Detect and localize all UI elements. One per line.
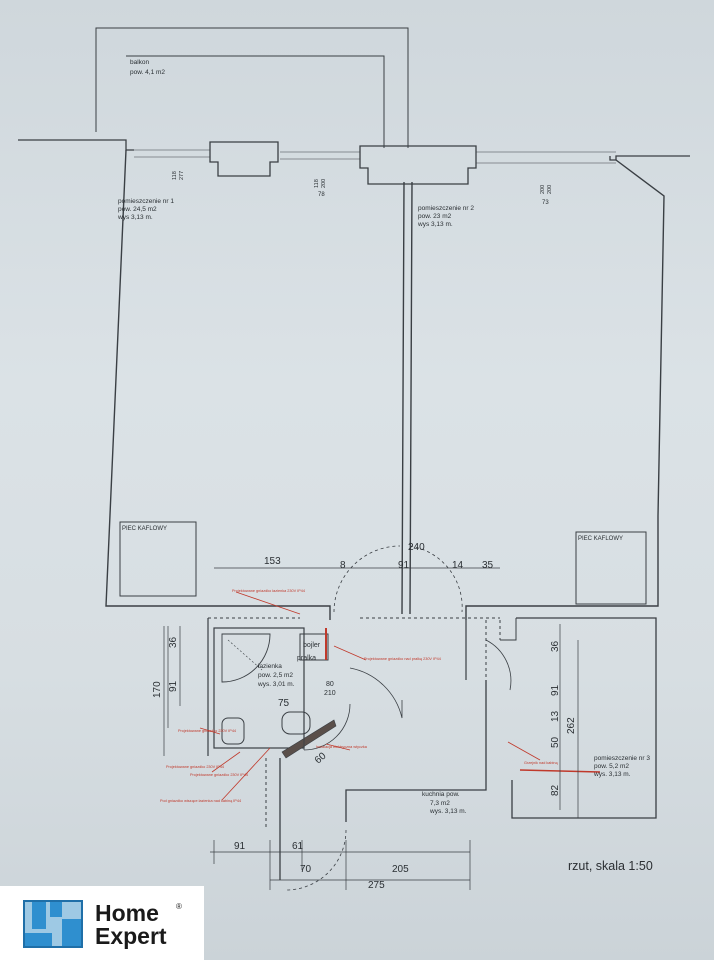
shower-tray	[221, 633, 271, 683]
window-dim-1: 118	[172, 171, 178, 180]
room2-area: pow. 23 m2	[418, 213, 452, 220]
room3-name: pomieszczenie nr 3	[594, 755, 650, 762]
dim-top-14: 14	[452, 560, 464, 571]
facade-left	[18, 139, 134, 151]
partition-wall	[401, 181, 413, 615]
dim-right-50: 50	[550, 736, 561, 748]
window-dim-6: 200	[540, 185, 546, 194]
dim-top-240: 240	[408, 542, 425, 553]
bathroom-area: pow. 2,5 m2	[258, 672, 293, 679]
door-slanted	[281, 719, 337, 759]
dim-left-91: 91	[168, 680, 179, 692]
room1-area: pow. 24,5 m2	[118, 206, 157, 213]
balcony-inner	[126, 55, 385, 148]
room1-name: pomieszczenie nr 1	[118, 198, 174, 205]
home-expert-logo: Home Expert ®	[0, 886, 204, 960]
dim-bottom-275: 275	[368, 880, 385, 891]
boiler-box	[299, 633, 329, 661]
room3-area: pow. 5,2 m2	[594, 763, 629, 770]
logo-text-expert: Expert	[95, 923, 167, 949]
dim-right-91: 91	[550, 684, 561, 696]
boiler-label: bojler	[303, 642, 321, 649]
stove-right-label: PIEC KAFLOWY	[578, 536, 623, 542]
dim-door-80: 80	[326, 681, 334, 688]
pier-1	[209, 141, 279, 177]
note-1: Projektowane gniazdko łazienka 230V IP44	[232, 589, 305, 593]
logo-registered-mark: ®	[176, 902, 182, 911]
window-dim-5: 78	[318, 192, 325, 198]
washer-label: pralka	[297, 655, 316, 662]
dim-left-36: 36	[168, 636, 179, 648]
kitchen-walls	[279, 680, 487, 880]
kitchen-area: 7,3 m2	[430, 800, 450, 807]
balcony-name: balkon	[130, 59, 150, 66]
room2-height: wys 3,13 m.	[417, 221, 453, 228]
dim-top-8: 8	[340, 560, 346, 571]
bathroom-outline	[213, 627, 305, 749]
note-7: Instalacja elektryczna wtyczka	[316, 745, 368, 749]
window-dim-4: 200	[321, 179, 327, 188]
note-5: Projektowane gniazdko 230V IP44	[166, 765, 224, 769]
bathroom-name: łazienka	[258, 663, 282, 670]
window-dim-3: 118	[314, 179, 320, 188]
kitchen-name: kuchnia pow.	[422, 791, 460, 798]
stove-right	[575, 531, 647, 605]
window-dim-2: 277	[179, 171, 185, 180]
dim-left-170: 170	[152, 681, 163, 698]
note-8: Grzejnik nad kabiną	[524, 761, 558, 765]
dim-bottom-61: 61	[292, 841, 304, 852]
dim-bath-75: 75	[278, 698, 290, 709]
room1-height: wys 3,13 m.	[117, 214, 153, 221]
dim-bottom-91: 91	[234, 841, 246, 852]
bathroom-height: wys. 3,01 m.	[257, 681, 295, 688]
note-2: Projektowane gniazdko nad pralką 230V IP…	[364, 657, 441, 661]
balcony-area: pow. 4,1 m2	[130, 69, 165, 76]
dim-top-35: 35	[482, 560, 494, 571]
balcony-outline	[95, 27, 409, 148]
note-6: Pod gniazdko wiszące łazienka nad kabiną…	[160, 799, 241, 803]
dim-right-82: 82	[550, 784, 561, 796]
dim-top-91: 91	[398, 560, 410, 571]
dim-right-36: 36	[550, 640, 561, 652]
dim-top-153: 153	[264, 556, 281, 567]
dim-bottom-205: 205	[392, 864, 409, 875]
dim-right-262: 262	[566, 717, 577, 734]
stove-left	[119, 521, 197, 597]
window-dim-8: 73	[542, 200, 549, 206]
dim-right-13: 13	[550, 710, 561, 722]
toilet	[221, 717, 245, 745]
wall-room1	[105, 149, 331, 620]
window-dim-7: 200	[547, 185, 553, 194]
wall-room2	[465, 159, 665, 620]
scale-label: rzut, skala 1:50	[568, 859, 653, 873]
note-4: Projektowane gniazdko 230V IP44	[190, 773, 248, 777]
pier-2	[359, 145, 477, 185]
dim-door-210: 210	[324, 690, 336, 697]
logo-text-home: Home	[95, 900, 159, 926]
wall-room3	[511, 617, 657, 819]
stove-left-label: PIEC KAFLOWY	[122, 526, 167, 532]
room3-height: wys. 3,13 m.	[593, 771, 631, 778]
kitchen-height: wys. 3,13 m.	[429, 808, 467, 815]
dim-bath-60: 60	[313, 750, 329, 766]
room2-name: pomieszczenie nr 2	[418, 205, 474, 212]
dim-bottom-70: 70	[300, 864, 312, 875]
facade-right	[609, 155, 690, 161]
logo-mark-icon	[23, 900, 83, 948]
note-3: Projektowane gniazdko 230V IP44	[178, 729, 236, 733]
washbasin	[281, 711, 311, 735]
